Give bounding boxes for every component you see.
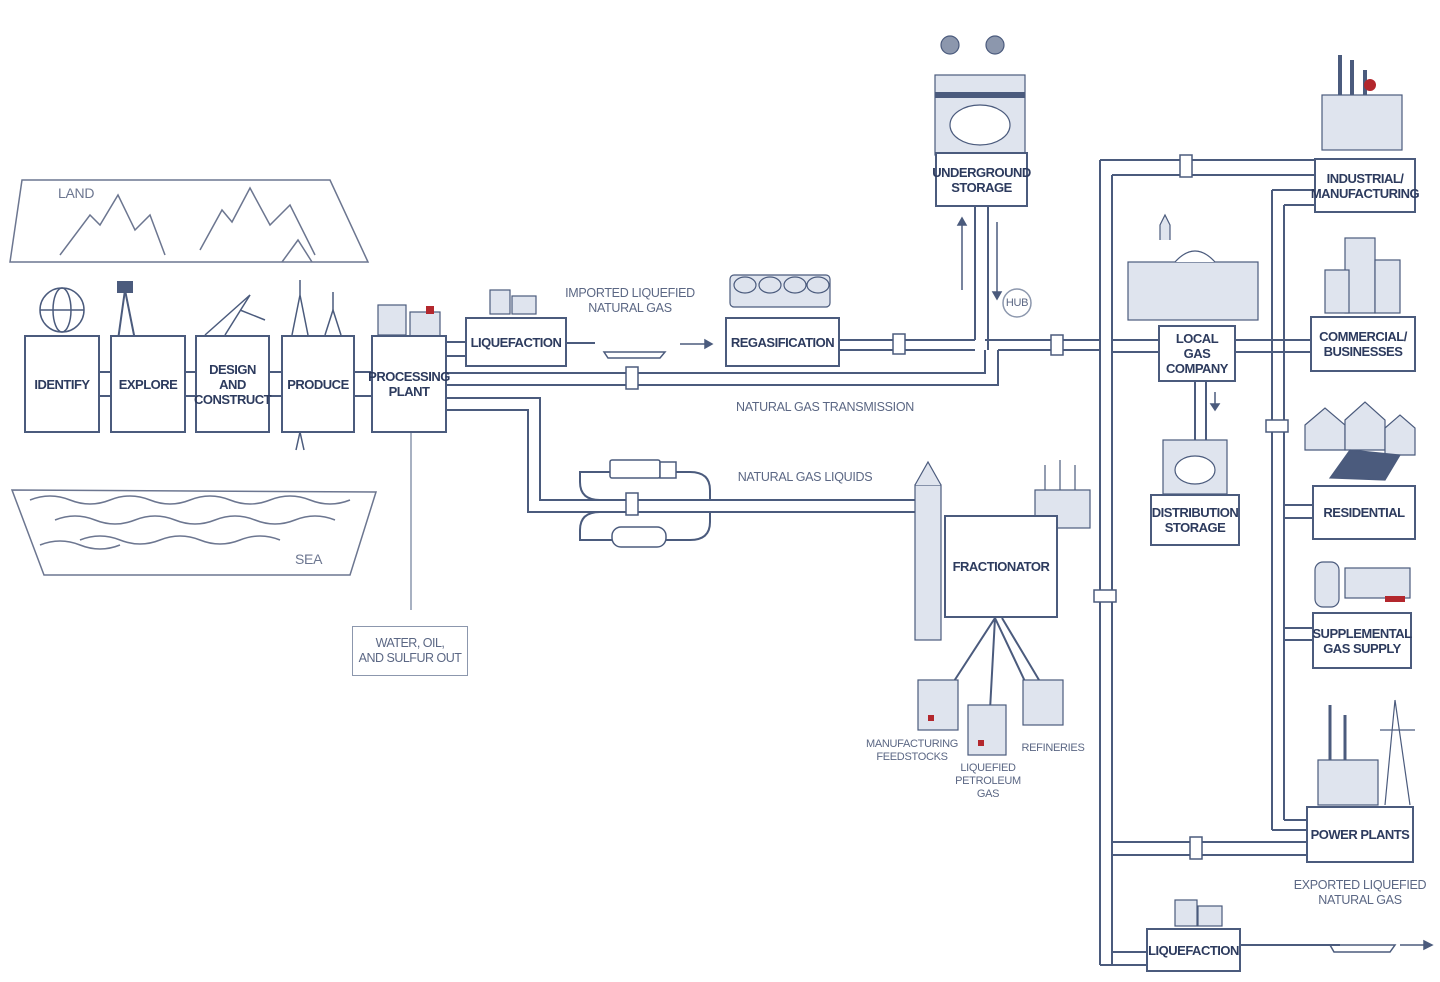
- liquefaction-export-box: LIQUEFACTION: [1146, 928, 1241, 972]
- land-panel: [9, 179, 370, 263]
- industrial-manufacturing-box: INDUSTRIAL/ MANUFACTURING: [1311, 158, 1420, 213]
- office-buildings-icon: [1324, 237, 1401, 314]
- explore-stage-box: EXPLORE: [110, 335, 186, 433]
- power-plants-box: POWER PLANTS: [1306, 806, 1414, 863]
- land-label: LAND: [58, 185, 95, 201]
- commercial-businesses-box: COMMERCIAL/ BUSINESSES: [1310, 316, 1416, 372]
- hub-label: HUB: [1005, 297, 1029, 309]
- local-gas-company-building-icon: [1127, 213, 1259, 321]
- flow-arrows: [680, 216, 1434, 951]
- exported-lng-label: EXPORTED LIQUEFIED NATURAL GAS: [1293, 878, 1427, 907]
- refineries-label: REFINERIES: [1021, 742, 1085, 754]
- produce-stage-box: PRODUCE: [281, 335, 355, 433]
- power-plant-icon: [1317, 699, 1415, 806]
- liquefaction-plant-icon: [489, 289, 1223, 927]
- sea-label: SEA: [295, 551, 323, 567]
- regasification-box: REGASIFICATION: [725, 317, 840, 367]
- factory-icon: [1321, 55, 1403, 151]
- sea-panel: [10, 489, 378, 576]
- lng-tanker-icon: [602, 351, 1397, 953]
- trucks-icon: [609, 459, 677, 548]
- identify-stage-box: IDENTIFY: [24, 335, 100, 433]
- imported-lng-label: IMPORTED LIQUEFIED NATURAL GAS: [565, 286, 695, 315]
- pipeline-valves: [625, 154, 1289, 860]
- surveyor-icon: [117, 281, 136, 341]
- fractionator-box: FRACTIONATOR: [944, 515, 1058, 618]
- local-gas-company-box: LOCAL GAS COMPANY: [1158, 325, 1236, 382]
- residential-box: RESIDENTIAL: [1312, 485, 1416, 540]
- regasification-tanks-icon: [729, 274, 831, 308]
- manufacturing-feedstocks-label: MANUFACTURING FEEDSTOCKS: [865, 738, 959, 763]
- underground-storage-icon: [934, 35, 1026, 156]
- globe-icon: [39, 287, 85, 333]
- processing-plant-icon: [377, 304, 441, 337]
- crane-icon: [204, 294, 266, 336]
- processing-plant-box: PROCESSING PLANT: [368, 335, 450, 433]
- natural-gas-transmission-label: NATURAL GAS TRANSMISSION: [735, 400, 915, 414]
- underground-storage-box: UNDERGROUND STORAGE: [932, 152, 1031, 207]
- water-oil-sulfur-out-box: WATER, OIL, AND SULFUR OUT: [352, 626, 468, 676]
- product-facilities-icons: [917, 679, 1064, 756]
- hub-circle: [1002, 288, 1032, 318]
- fractionator-column-icon: [914, 460, 942, 641]
- liquefaction-import-box: LIQUEFACTION: [465, 317, 567, 367]
- lpg-label: LIQUEFIED PETROLEUM GAS: [955, 762, 1021, 800]
- gas-tank-truck-icon: [1314, 561, 1411, 608]
- distribution-storage-box: DISTRIBUTION STORAGE: [1150, 494, 1240, 546]
- natural-gas-liquids-label: NATURAL GAS LIQUIDS: [737, 470, 873, 484]
- design-construct-stage-box: DESIGN AND CONSTRUCT: [194, 335, 272, 433]
- supplemental-gas-supply-box: SUPPLEMENTAL GAS SUPPLY: [1312, 612, 1412, 669]
- distribution-storage-icon: [1162, 439, 1228, 495]
- pipelines: [98, 159, 1340, 966]
- houses-icon: [1304, 401, 1416, 481]
